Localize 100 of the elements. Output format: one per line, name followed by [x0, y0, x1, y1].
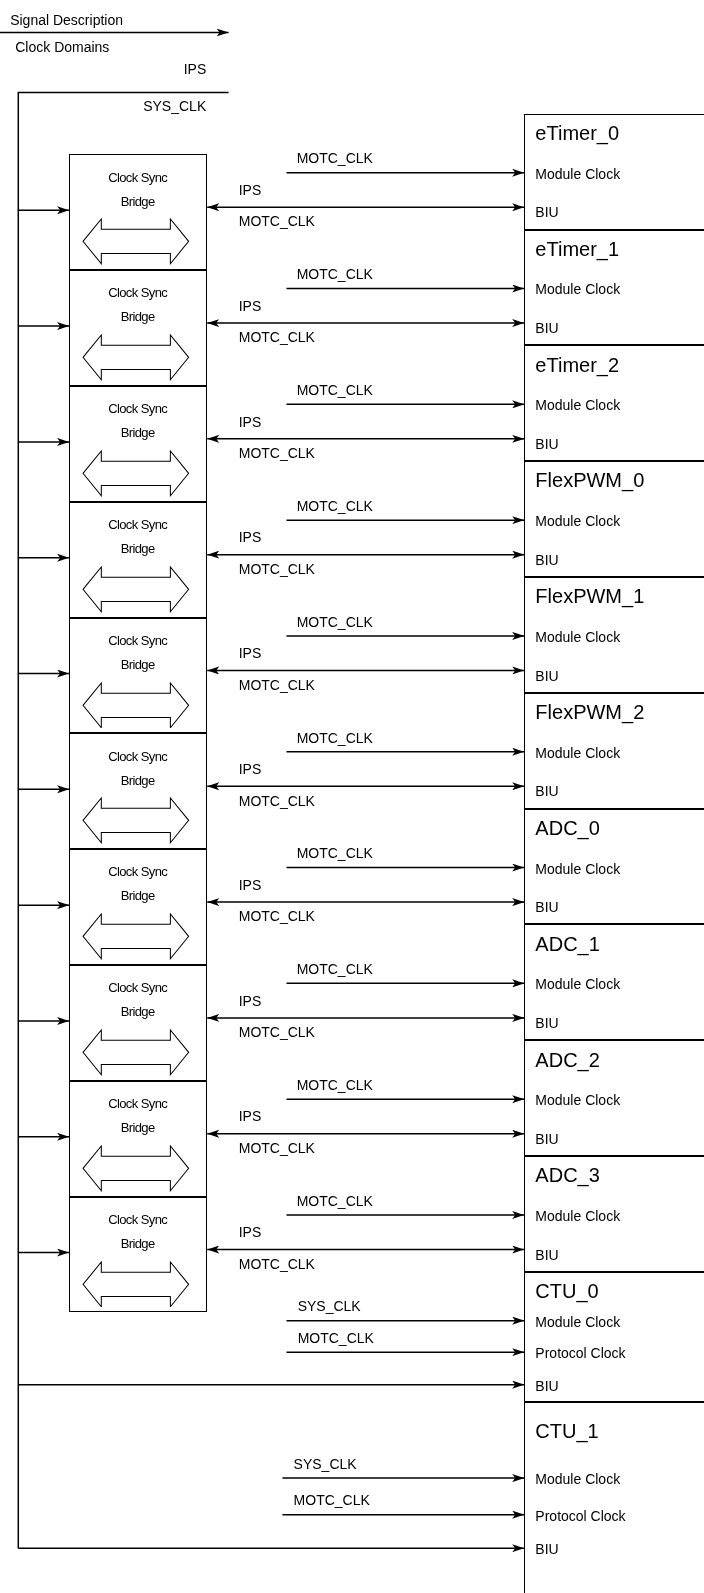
- module-block: [524, 577, 704, 693]
- signal-label: MOTC_CLK: [238, 445, 315, 462]
- edge-label: MOTC_CLK: [293, 1492, 370, 1509]
- block-label: Clock Sync Bridge: [107, 631, 169, 674]
- port-label: BIU: [535, 1541, 559, 1558]
- arrow: [17, 669, 70, 678]
- module-name: CTU_0: [535, 1280, 599, 1303]
- column-heading: Clock Domains: [15, 38, 110, 55]
- signal-label: MOTC_CLK: [238, 792, 315, 809]
- block-label: Clock Sync Bridge: [107, 284, 169, 327]
- block-label: Clock Sync Bridge: [107, 1095, 169, 1138]
- signal-label: MOTC_CLK: [238, 1139, 315, 1156]
- port-label: Module Clock: [535, 1207, 621, 1224]
- module-name: FlexPWM_0: [535, 469, 645, 492]
- bridge-block: [69, 849, 208, 966]
- signal-label: SYS_CLK: [143, 97, 207, 114]
- port-label: BIU: [535, 551, 559, 568]
- port-label: Protocol Clock: [535, 1345, 626, 1362]
- signal-label: MOTC_CLK: [238, 676, 315, 693]
- port-label: Module Clock: [535, 976, 621, 993]
- block-label: Clock Sync Bridge: [107, 863, 169, 906]
- signal-label: MOTC_CLK: [238, 213, 315, 230]
- block-label: Clock Sync Bridge: [107, 979, 169, 1022]
- arrow: [17, 1016, 70, 1025]
- bridge-block: [69, 1196, 208, 1313]
- port-label: Module Clock: [535, 860, 621, 877]
- arrow: [285, 1211, 525, 1219]
- bridge-block: [69, 501, 208, 618]
- port-label: Module Clock: [535, 397, 621, 414]
- signal-label: MOTC_CLK: [238, 329, 315, 346]
- module-block: [524, 229, 704, 346]
- bridge-block: [69, 1080, 208, 1197]
- arrow: [17, 322, 70, 331]
- block-label: Clock Sync Bridge: [107, 516, 169, 558]
- port-label: BIU: [535, 204, 559, 221]
- port-label: BIU: [535, 1246, 559, 1263]
- double-headed-arrow: [206, 434, 525, 443]
- arrow: [285, 979, 525, 988]
- arrow: [285, 516, 525, 525]
- port-label: Module Clock: [535, 513, 621, 530]
- port-label: Module Clock: [535, 165, 621, 182]
- module-block: [524, 1401, 704, 1593]
- block-label: Clock Sync Bridge: [107, 747, 169, 790]
- arrow: [17, 785, 70, 794]
- arrow: [285, 747, 525, 756]
- double-headed-arrow: [206, 782, 525, 791]
- double-headed-arrow: [206, 898, 525, 907]
- arrow: [285, 1316, 525, 1325]
- bridge-block: [69, 733, 208, 850]
- signal-label: IPS: [183, 61, 207, 78]
- arrow: [17, 553, 70, 562]
- double-headed-arrow: [206, 319, 525, 328]
- block-label: Clock Sync Bridge: [107, 1210, 169, 1253]
- module-block: [524, 1271, 704, 1402]
- arrow: [17, 437, 70, 446]
- arrow: [17, 206, 70, 215]
- column-heading: Signal Description: [10, 12, 123, 29]
- edge-label: MOTC_CLK: [296, 150, 373, 167]
- module-block: [524, 808, 704, 925]
- signal-label: MOTC_CLK: [238, 908, 315, 925]
- edge-label: SYS_CLK: [297, 1298, 361, 1315]
- arrow: [285, 400, 525, 409]
- edge-label: MOTC_CLK: [296, 845, 373, 862]
- module-block: [524, 345, 704, 462]
- module-block: [524, 113, 704, 230]
- module-name: eTimer_1: [535, 237, 620, 260]
- port-label: BIU: [535, 899, 559, 916]
- port-label: Module Clock: [535, 744, 621, 761]
- arrow: [17, 901, 70, 910]
- module-block: [524, 1040, 704, 1157]
- double-headed-arrow: [206, 203, 525, 212]
- module-name: eTimer_2: [535, 353, 620, 376]
- bridge-block: [69, 154, 208, 271]
- arrow: [285, 631, 525, 640]
- module-name: ADC_0: [535, 816, 600, 839]
- arrow: [17, 1544, 525, 1553]
- module-name: ADC_1: [535, 932, 600, 955]
- double-headed-arrow: [206, 550, 525, 559]
- module-name: ADC_2: [535, 1048, 600, 1071]
- signal-label: MOTC_CLK: [238, 1024, 315, 1041]
- module-name: eTimer_0: [535, 122, 620, 145]
- port-label: BIU: [535, 667, 559, 684]
- arrow: [17, 1380, 525, 1389]
- module-block: [524, 924, 704, 1041]
- edge-label: IPS: [238, 761, 262, 777]
- port-label: BIU: [535, 435, 559, 452]
- module-name: FlexPWM_1: [535, 585, 645, 608]
- port-label: Module Clock: [535, 1313, 621, 1330]
- module-name: CTU_1: [535, 1420, 599, 1443]
- double-headed-arrow: [206, 666, 525, 675]
- port-label: BIU: [535, 1130, 559, 1147]
- port-label: Module Clock: [535, 1092, 621, 1109]
- port-label: BIU: [535, 320, 559, 337]
- arrow: [285, 863, 525, 872]
- double-headed-arrow: [206, 1129, 525, 1138]
- edge-label: MOTC_CLK: [296, 266, 373, 283]
- bridge-block: [69, 617, 208, 734]
- module-block: [524, 692, 704, 809]
- signal-label: MOTC_CLK: [238, 560, 315, 577]
- port-label: Module Clock: [535, 281, 621, 298]
